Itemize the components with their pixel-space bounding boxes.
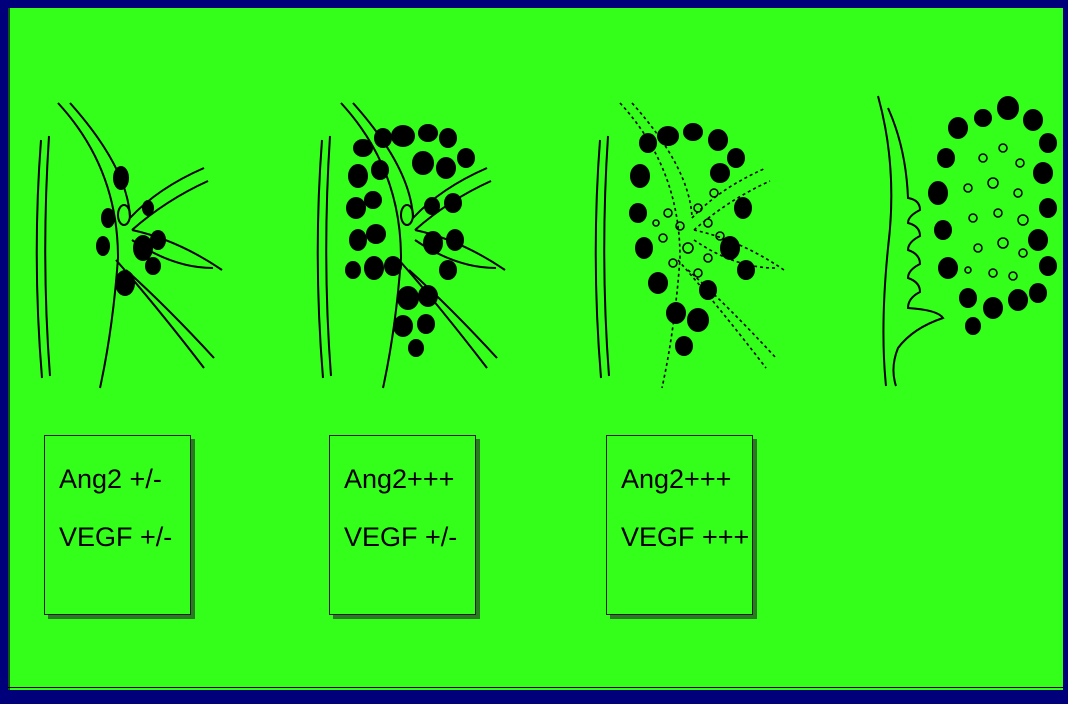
stage-1-drawing: [37, 103, 222, 388]
stage-4-cells: [928, 96, 1057, 335]
stage-1-ang2-level: Ang2 +/-: [59, 464, 162, 495]
stage-3-cells: [629, 123, 755, 356]
stage-2-cells: [345, 124, 475, 357]
stage-3-sprouts: [653, 189, 724, 277]
stage-2-label-box: Ang2+++ VEGF +/-: [329, 435, 476, 615]
stage-1-label-box: Ang2 +/- VEGF +/-: [44, 435, 191, 615]
stage-2-vegf-level: VEGF +/-: [344, 522, 457, 553]
stage-3-ang2-level: Ang2+++: [621, 464, 731, 495]
stage-2-ang2-level: Ang2+++: [344, 464, 454, 495]
stage-4-drawing: [878, 96, 943, 386]
stage-3-drawing: [596, 136, 609, 378]
stage-3-label-box: Ang2+++ VEGF +++: [606, 435, 753, 615]
diagram-panel: Ang2 +/- VEGF +/- Ang2+++ VEGF +/- Ang2+…: [8, 8, 1063, 690]
stage-1-vegf-level: VEGF +/-: [59, 522, 172, 553]
stage-3-vegf-level: VEGF +++: [621, 522, 749, 553]
stage-4-vessels: [964, 144, 1028, 280]
